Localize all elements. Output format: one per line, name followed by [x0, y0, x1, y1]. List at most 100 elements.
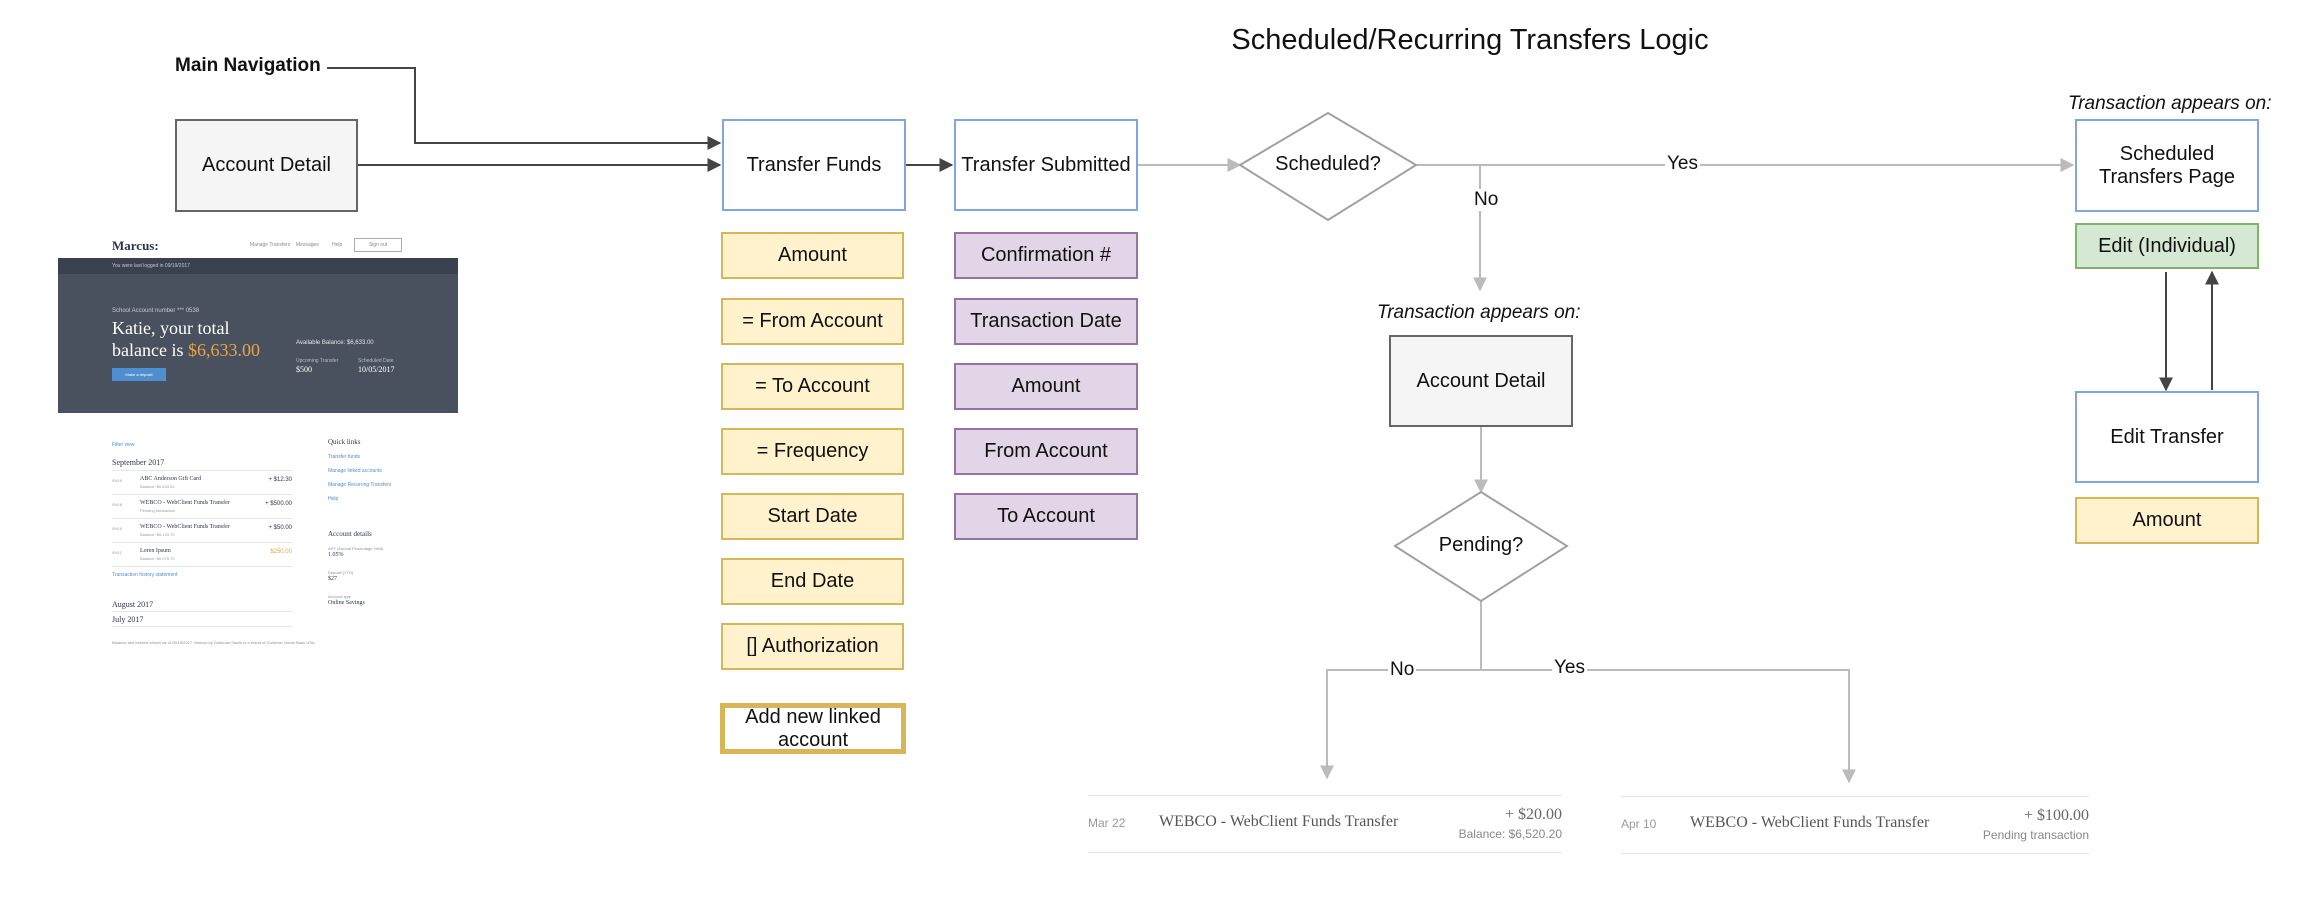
thumb-filter-link: Filter view [112, 442, 135, 448]
transaction-row-pending: Apr 10 WEBCO - WebClient Funds Transfer … [1621, 796, 2089, 854]
transaction-description: WEBCO - WebClient Funds Transfer [1159, 813, 1399, 830]
thumb-last-login: You were last logged in 09/19/2017 [58, 258, 458, 274]
thumb-details-title: Account details [328, 530, 372, 538]
add-linked-account-field: Add new linked account [720, 703, 906, 754]
edit-individual-node: Edit (Individual) [2075, 223, 2259, 269]
thumb-divider [112, 611, 292, 612]
thumb-row-sub: Pending transaction [140, 508, 176, 513]
thumb-greeting-text: Katie, your total balance is [112, 318, 230, 360]
edge-nav-to-transfer [327, 67, 722, 150]
thumb-row-amount: + $500.00 [265, 501, 292, 507]
thumb-hero: You were last logged in 09/19/2017 Schoo… [58, 258, 458, 413]
thumb-detail-label: Deposit (YTD) [328, 570, 354, 575]
thumb-row-sub: Balance: $6,070.70 [140, 556, 175, 561]
scheduled-decision-label: Scheduled? [1275, 153, 1381, 175]
transfer-field: [] Authorization [721, 623, 904, 670]
transaction-date: Mar 22 [1088, 816, 1126, 830]
thumb-row-desc: Loren Ipsum [140, 548, 171, 554]
edit-transfer-node: Edit Transfer [2075, 391, 2259, 483]
thumb-detail-value: 1.05% [328, 552, 344, 558]
transfer-field: Start Date [721, 493, 904, 540]
thumb-divider [112, 626, 292, 627]
submitted-field: Transaction Date [954, 298, 1138, 345]
thumb-row: 09/15 WEBCO - WebClient Funds Transfer B… [112, 520, 292, 543]
transfer-submitted-node: Transfer Submitted [954, 119, 1138, 211]
transfer-field: Amount [721, 232, 904, 279]
thumb-month: August 2017 [112, 600, 154, 609]
scheduled-diamond [1238, 111, 1418, 222]
thumb-hero-value: 10/05/2017 [358, 365, 395, 374]
thumb-deposit-button: Make a deposit [112, 368, 166, 381]
thumb-balance: $6,633.00 [187, 339, 260, 360]
thumb-month: July 2017 [112, 615, 144, 624]
thumb-quick-link: Manage Recurring Transfers [328, 482, 392, 488]
submitted-field: Amount [954, 363, 1138, 410]
thumb-detail-label: Account type [328, 594, 352, 599]
edit-amount-field: Amount [2075, 497, 2259, 544]
transaction-balance: Balance: $6,520.20 [1458, 827, 1562, 841]
thumb-quick-link: Help [328, 496, 339, 502]
thumb-row-amount: $250.00 [270, 549, 292, 555]
transaction-description: WEBCO - WebClient Funds Transfer [1690, 814, 1930, 831]
thumb-detail-value: $27 [328, 576, 337, 582]
edge-pending-yes [1481, 669, 1856, 784]
transaction-amount: + $100.00 [2023, 807, 2089, 824]
thumb-quick-links-title: Quick links [328, 438, 361, 446]
transfer-field: End Date [721, 558, 904, 605]
pending-decision-label: Pending? [1438, 534, 1524, 556]
thumb-available: Available Balance: $6,633.00 [296, 340, 374, 346]
thumb-hero-label: Scheduled Date [358, 358, 394, 364]
thumb-row-desc: WEBCO - WebClient Funds Transfer [140, 500, 230, 506]
thumb-detail-label: APY (Annual Percentage Yield) [328, 546, 384, 551]
submitted-field: To Account [954, 493, 1138, 540]
pending-diamond [1393, 490, 1569, 603]
thumb-row-amount: + $12.30 [268, 477, 292, 483]
submitted-field: From Account [954, 428, 1138, 475]
thumb-row-sub: Balance: $6,633.00 [140, 484, 175, 489]
thumb-detail-value: Online Savings [328, 600, 365, 606]
thumb-history-link: Transaction history statement [112, 572, 178, 578]
marcus-logo: Marcus: [112, 238, 159, 253]
account-detail-node: Account Detail [175, 119, 358, 212]
edge-label-yes: Yes [1552, 657, 1587, 679]
transaction-date: Apr 10 [1621, 817, 1657, 831]
thumb-footer-note: Balance and interest shown as of 09/19/2… [112, 640, 316, 645]
thumb-hero-value: $500 [296, 365, 312, 374]
thumb-divider [112, 470, 292, 471]
thumb-row-desc: WEBCO - WebClient Funds Transfer [140, 524, 230, 530]
thumb-nav-item: Help [332, 242, 343, 248]
transaction-amount: + $20.00 [1504, 806, 1562, 823]
transfer-field: = Frequency [721, 428, 904, 475]
thumb-account-number: School Account number *** 0538 [112, 308, 200, 314]
submitted-field: Confirmation # [954, 232, 1138, 279]
edge-label-no: No [1472, 189, 1501, 211]
appears-on-label: Transaction appears on: [2068, 93, 2272, 114]
thumb-quick-link: Manage linked accounts [328, 468, 382, 474]
thumb-row-desc: ABC Anderson Gift Card [140, 476, 202, 482]
account-detail-node: Account Detail [1389, 335, 1573, 427]
thumb-quick-link: Transfer funds [328, 454, 361, 460]
edge-pending-no [1320, 601, 1482, 780]
transfer-field: = From Account [721, 298, 904, 345]
thumb-nav-item: Manage Transfers [250, 242, 291, 248]
thumb-row: 09/11 Loren Ipsum Balance: $6,070.70 $25… [112, 544, 292, 567]
thumb-greeting: Katie, your total balance is $6,633.00 [112, 318, 282, 361]
transaction-row-posted: Mar 22 WEBCO - WebClient Funds Transfer … [1088, 795, 1562, 853]
transfer-field: = To Account [721, 363, 904, 410]
thumb-row-date: 09/15 [112, 526, 123, 531]
thumb-row-date: 09/11 [112, 550, 122, 555]
edge-label-yes: Yes [1665, 153, 1700, 175]
thumb-row: 09/18 WEBCO - WebClient Funds Transfer P… [112, 496, 292, 519]
thumb-row: 09/19 ABC Anderson Gift Card Balance: $6… [112, 472, 292, 495]
thumb-row-amount: + $50.00 [268, 525, 292, 531]
transfer-funds-node: Transfer Funds [722, 119, 906, 211]
thumb-sign-out: Sign out [354, 238, 402, 252]
transaction-status: Pending transaction [1982, 828, 2089, 842]
thumb-row-date: 09/19 [112, 478, 123, 483]
appears-on-label: Transaction appears on: [1377, 302, 1581, 323]
main-navigation-label: Main Navigation [175, 55, 321, 76]
account-detail-thumbnail: Marcus: Manage Transfers Messages Help S… [58, 230, 458, 660]
thumb-hero-label: Upcoming Transfer [296, 358, 339, 364]
thumb-nav-item: Messages [296, 242, 319, 248]
